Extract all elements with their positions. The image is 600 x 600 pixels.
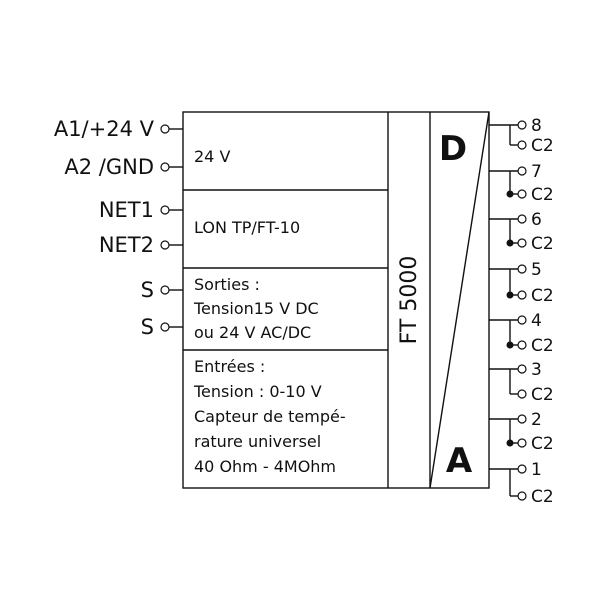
terminal-s1: S	[141, 278, 183, 302]
output-channel-3: 3 C2	[489, 360, 554, 405]
terminal-a1: A1/+24 V	[54, 117, 183, 141]
terminal-net1: NET1	[99, 198, 183, 222]
terminal-label: A1/+24 V	[54, 117, 155, 141]
inputs-block-line: rature universel	[194, 432, 321, 451]
terminal-label: C2	[531, 385, 554, 405]
terminal-circle	[517, 140, 527, 150]
terminal-label: 6	[531, 210, 542, 230]
terminal-label: NET1	[99, 198, 154, 222]
terminal-circle	[517, 264, 527, 274]
terminal-circle	[517, 340, 527, 350]
inputs-block-line: Capteur de tempé-	[194, 407, 346, 426]
terminal-label: 5	[531, 260, 542, 280]
terminal-circle	[160, 322, 170, 332]
terminal-circle	[517, 389, 527, 399]
right-terminals: 8 C2 7 C2 6 C2	[489, 116, 554, 507]
terminal-label: C2	[531, 185, 554, 205]
inputs-block-line: Entrées :	[194, 357, 265, 376]
terminal-circle	[517, 364, 527, 374]
output-channel-4: 4 C2	[489, 311, 554, 356]
terminal-label: S	[141, 315, 154, 339]
module-outline	[182, 111, 490, 489]
converter-digital-label: D	[439, 129, 467, 169]
junction-dot	[506, 341, 514, 349]
terminal-circle	[517, 238, 527, 248]
terminal-label: NET2	[99, 233, 154, 257]
left-terminals: A1/+24 V A2 /GND NET1 NET2 S S	[54, 117, 183, 339]
inputs-block: Entrées : Tension : 0-10 V Capteur de te…	[193, 357, 346, 476]
power-block-line: 24 V	[194, 147, 230, 166]
terminal-circle	[517, 315, 527, 325]
inputs-block-line: Tension : 0-10 V	[193, 382, 322, 401]
terminal-label: A2 /GND	[64, 155, 154, 179]
outputs-block-line: Tension15 V DC	[193, 299, 319, 318]
network-block: LON TP/FT-10	[194, 218, 300, 237]
module-name: FT 5000	[397, 256, 422, 345]
terminal-label: S	[141, 278, 154, 302]
terminal-net2: NET2	[99, 233, 183, 257]
terminal-label: C2	[531, 136, 554, 156]
terminal-circle	[517, 120, 527, 130]
terminal-label: C2	[531, 286, 554, 306]
junction-dot	[506, 190, 514, 198]
terminal-circle	[517, 438, 527, 448]
output-channel-8: 8 C2	[489, 116, 554, 156]
terminal-label: 1	[531, 460, 542, 480]
terminal-circle	[517, 214, 527, 224]
terminal-circle	[160, 240, 170, 250]
terminal-label: 8	[531, 116, 542, 136]
terminal-circle	[517, 166, 527, 176]
terminal-label: C2	[531, 234, 554, 254]
terminal-circle	[517, 290, 527, 300]
terminal-label: 4	[531, 311, 542, 331]
terminal-label: 7	[531, 162, 542, 182]
terminal-circle	[160, 205, 170, 215]
junction-dot	[506, 239, 514, 247]
outputs-block-line: Sorties :	[194, 275, 260, 294]
power-block: 24 V	[194, 147, 230, 166]
terminal-circle	[160, 285, 170, 295]
terminal-circle	[517, 464, 527, 474]
terminal-label: 2	[531, 410, 542, 430]
terminal-label: C2	[531, 336, 554, 356]
junction-dot	[506, 439, 514, 447]
terminal-circle	[160, 162, 170, 172]
terminal-circle	[160, 124, 170, 134]
terminal-circle	[517, 414, 527, 424]
converter-diagonal	[429, 111, 490, 489]
output-channel-5: 5 C2	[489, 260, 554, 306]
terminal-label: C2	[531, 434, 554, 454]
terminal-a2: A2 /GND	[64, 155, 183, 179]
outputs-block-line: ou 24 V AC/DC	[194, 323, 311, 342]
converter-analog-label: A	[446, 441, 473, 481]
network-block-line: LON TP/FT-10	[194, 218, 300, 237]
output-channel-7: 7 C2	[489, 162, 554, 205]
terminal-circle	[517, 491, 527, 501]
output-channel-1: 1 C2	[489, 460, 554, 507]
terminal-label: 3	[531, 360, 542, 380]
terminal-s2: S	[141, 315, 183, 339]
terminal-circle	[517, 189, 527, 199]
outputs-block: Sorties : Tension15 V DC ou 24 V AC/DC	[193, 275, 319, 342]
output-channel-6: 6 C2	[489, 210, 554, 254]
junction-dot	[506, 291, 514, 299]
terminal-label: C2	[531, 487, 554, 507]
inputs-block-line: 40 Ohm - 4MOhm	[194, 457, 336, 476]
output-channel-2: 2 C2	[489, 410, 554, 454]
